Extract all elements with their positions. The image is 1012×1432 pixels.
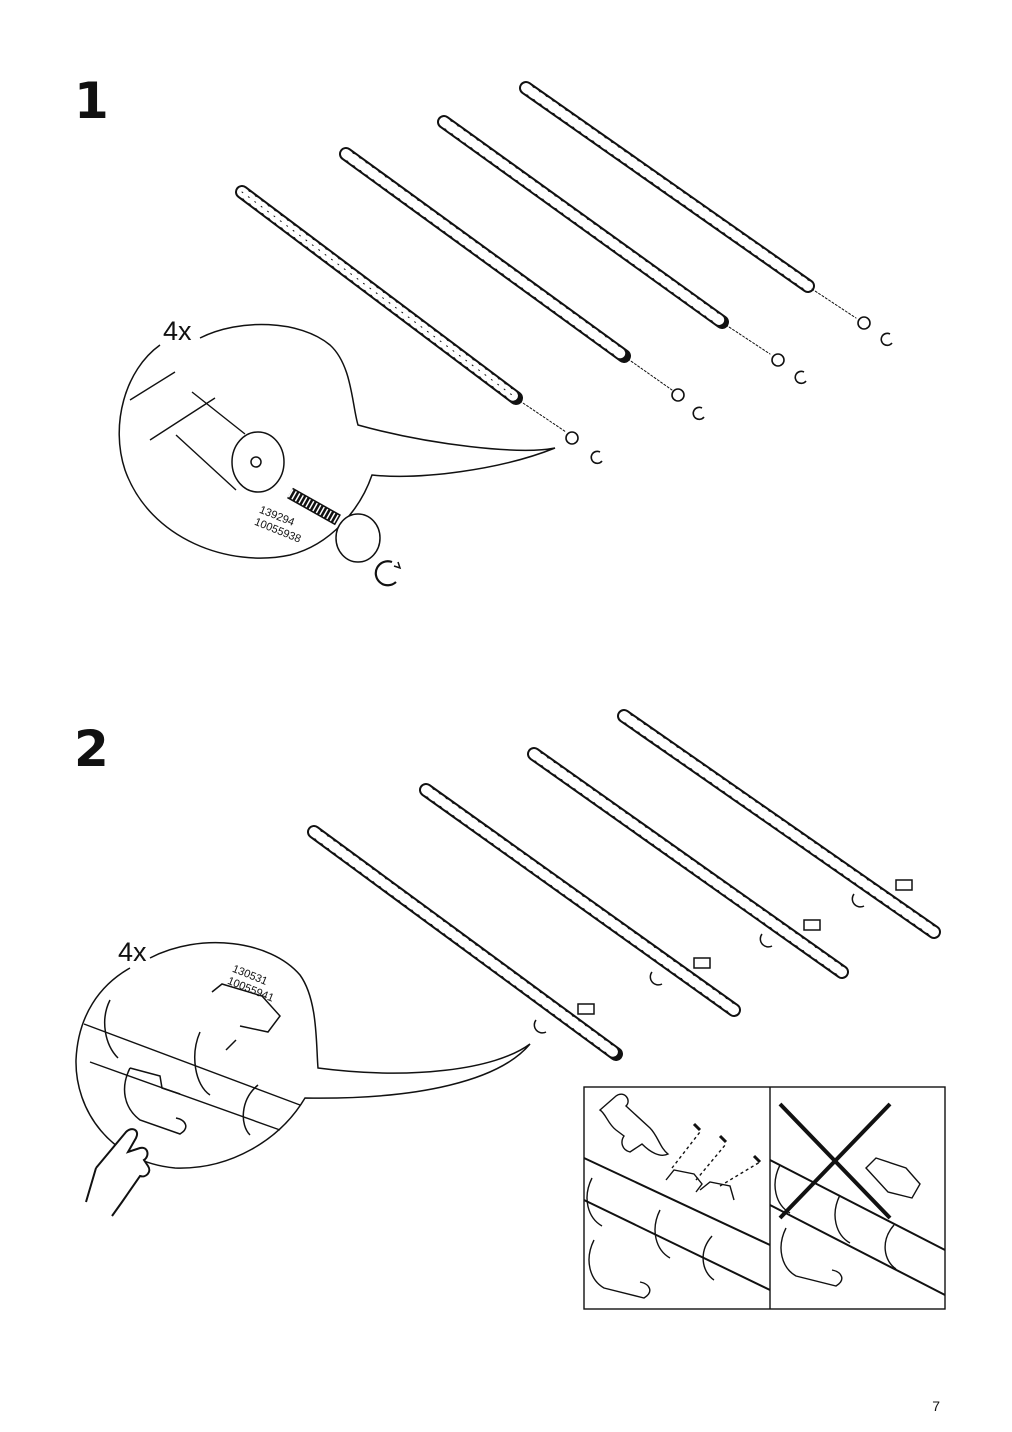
incorrect-cross-icon <box>778 1102 892 1220</box>
pole-icon <box>419 783 741 1017</box>
step1-poles <box>235 81 857 433</box>
comparison-panels <box>583 1086 946 1310</box>
screw-icon <box>857 316 871 330</box>
rotate-arrow-icon <box>590 450 603 465</box>
clip-icon <box>123 1067 187 1135</box>
clip-icon <box>851 879 913 908</box>
step-number: 2 <box>74 720 109 778</box>
incorrect-panel <box>769 1102 946 1296</box>
step2-poles <box>307 709 941 1061</box>
step1-detail-callout <box>118 323 556 587</box>
clip-icon <box>211 983 281 1051</box>
pole-icon <box>307 825 623 1061</box>
clip-icon <box>759 919 821 948</box>
pole-icon <box>527 747 849 979</box>
screw-icon <box>565 431 579 445</box>
rotate-arrow-icon <box>794 370 807 385</box>
clip-icon <box>533 1003 595 1034</box>
pole-icon <box>235 185 523 405</box>
step-number: 1 <box>74 72 109 130</box>
correct-panel-icon <box>583 1122 771 1299</box>
pointing-hand-icon <box>598 1093 670 1156</box>
step1-screws <box>565 316 893 465</box>
screw-icon <box>771 353 785 367</box>
pointing-hand-icon <box>85 1128 151 1217</box>
step2-detail-callout <box>75 942 531 1169</box>
quantity-label: 4x <box>118 937 147 967</box>
rotate-arrow-icon <box>374 560 402 587</box>
screw-icon <box>287 487 381 563</box>
pole-icon <box>519 81 815 293</box>
clip-icon <box>649 957 711 986</box>
pole-icon <box>437 115 729 329</box>
screw-icon <box>671 388 685 402</box>
quantity-label: 4x <box>163 316 192 346</box>
step2-clips <box>533 879 913 1034</box>
page-number: 7 <box>932 1398 940 1414</box>
pole-icon <box>617 709 941 939</box>
rotate-arrow-icon <box>692 406 705 421</box>
pole-icon <box>339 147 631 363</box>
rotate-arrow-icon <box>880 332 893 347</box>
